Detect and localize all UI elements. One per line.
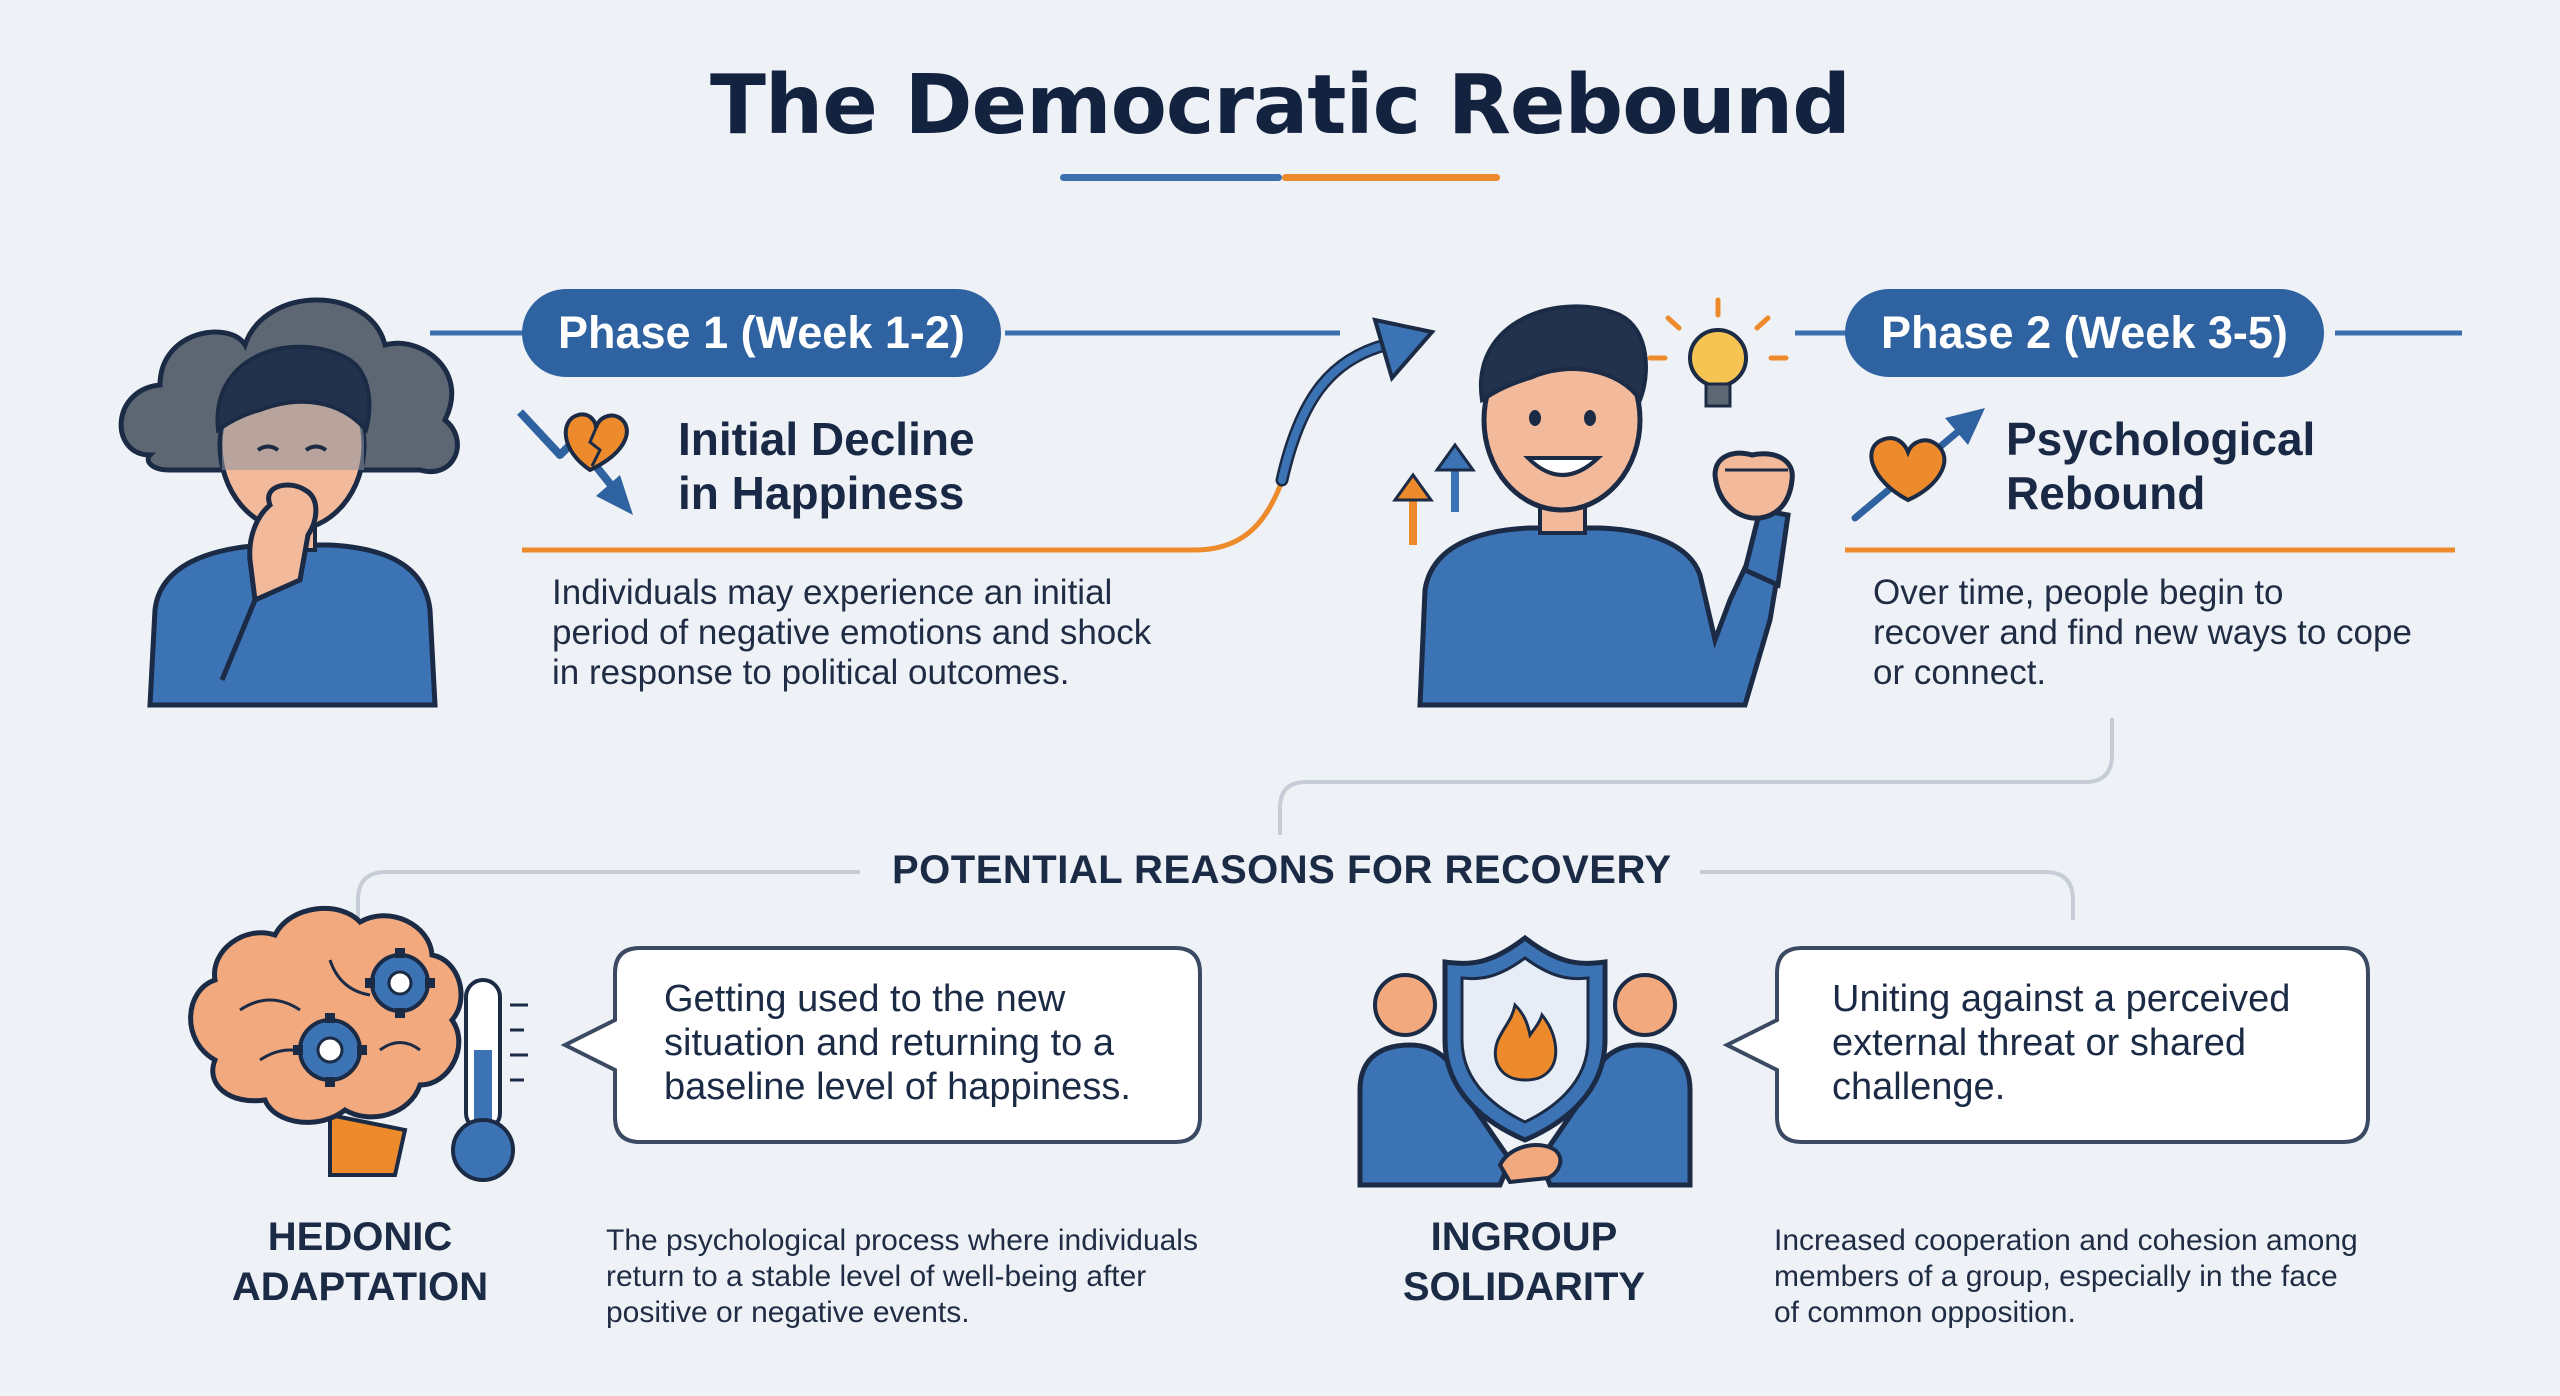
ingroup-bubble-text: Uniting against a perceived external thr… bbox=[1832, 977, 2290, 1109]
phase2-heading-line2: Rebound bbox=[2006, 467, 2206, 519]
hedonic-bubble-line: Getting used to the new bbox=[664, 978, 1066, 1020]
hedonic-description: The psychological process where individu… bbox=[606, 1223, 1198, 1331]
phase1-heading-line2: in Happiness bbox=[678, 467, 965, 519]
phase1-desc-line: in response to political outcomes. bbox=[552, 653, 1070, 692]
phase2-description: Over time, people begin to recover and f… bbox=[1873, 573, 2412, 693]
phase1-badge: Phase 1 (Week 1-2) bbox=[522, 289, 1001, 377]
hedonic-bubble-line: situation and returning to a bbox=[664, 1022, 1114, 1064]
ingroup-bubble-line: external threat or shared bbox=[1832, 1022, 2247, 1064]
ingroup-desc-line: members of a group, especially in the fa… bbox=[1774, 1260, 2338, 1293]
phase2-desc-line: or connect. bbox=[1873, 653, 2047, 692]
hedonic-name-line2: ADAPTATION bbox=[231, 1265, 489, 1309]
hedonic-bubble-text: Getting used to the new situation and re… bbox=[664, 977, 1131, 1109]
ingroup-bubble-line: Uniting against a perceived bbox=[1832, 978, 2291, 1020]
phase2-badge: Phase 2 (Week 3-5) bbox=[1845, 289, 2324, 377]
phase2-heading: Psychological Rebound bbox=[2006, 412, 2315, 520]
phase1-desc-line: period of negative emotions and shock bbox=[552, 613, 1152, 652]
hedonic-name-line1: HEDONIC bbox=[267, 1215, 453, 1259]
hedonic-adaptation-name: HEDONIC ADAPTATION bbox=[160, 1212, 560, 1312]
ingroup-desc-line: Increased cooperation and cohesion among bbox=[1774, 1224, 2358, 1257]
ingroup-name-line2: SOLIDARITY bbox=[1402, 1265, 1646, 1309]
ingroup-description: Increased cooperation and cohesion among… bbox=[1774, 1223, 2358, 1331]
hedonic-desc-line: return to a stable level of well-being a… bbox=[606, 1260, 1147, 1293]
hedonic-desc-line: The psychological process where individu… bbox=[606, 1224, 1198, 1257]
ingroup-bubble-line: challenge. bbox=[1832, 1066, 2006, 1108]
title-underline-blue bbox=[1060, 174, 1282, 181]
ingroup-solidarity-name: INGROUP SOLIDARITY bbox=[1324, 1212, 1724, 1312]
phase1-heading: Initial Decline in Happiness bbox=[678, 412, 975, 520]
ingroup-desc-line: of common opposition. bbox=[1774, 1296, 2076, 1329]
phase1-heading-line1: Initial Decline bbox=[678, 413, 975, 465]
hedonic-desc-line: positive or negative events. bbox=[606, 1296, 970, 1329]
hedonic-bubble-line: baseline level of happiness. bbox=[664, 1066, 1131, 1108]
page-title: The Democratic Rebound bbox=[709, 58, 1851, 153]
phase1-desc-line: Individuals may experience an initial bbox=[552, 573, 1113, 612]
phase1-description: Individuals may experience an initial pe… bbox=[552, 573, 1151, 693]
section-title: POTENTIAL REASONS FOR RECOVERY bbox=[892, 848, 1672, 892]
phase2-desc-line: Over time, people begin to bbox=[1873, 573, 2284, 612]
title-underline-orange bbox=[1282, 174, 1500, 181]
phase2-heading-line1: Psychological bbox=[2006, 413, 2316, 465]
ingroup-name-line1: INGROUP bbox=[1430, 1215, 1618, 1259]
phase2-desc-line: recover and find new ways to cope bbox=[1873, 613, 2412, 652]
